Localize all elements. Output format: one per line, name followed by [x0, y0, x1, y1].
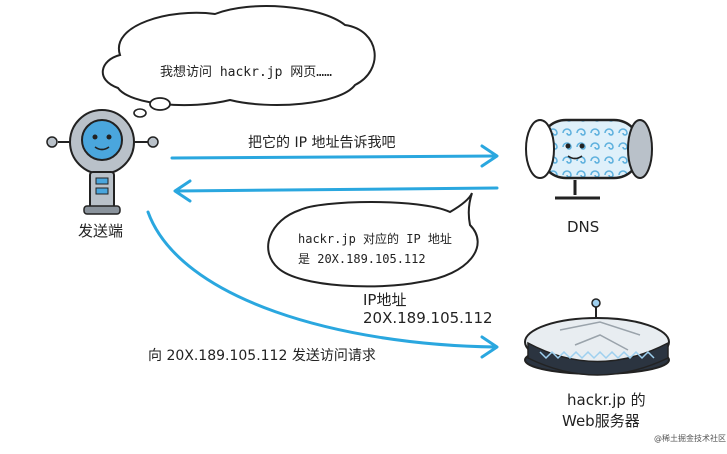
request-dns-label: 把它的 IP 地址告诉我吧	[248, 135, 396, 151]
dns-reply-bubble	[267, 192, 479, 288]
web-server-icon	[524, 298, 670, 376]
dns-label: DNS	[567, 218, 600, 236]
ip-label-line2: 20X.189.105.112	[363, 309, 493, 327]
server-label-line2: Web服务器	[562, 412, 640, 430]
thought-bubble	[101, 5, 376, 118]
ip-label-line1: IP地址	[363, 291, 407, 309]
dns-reply-line2: 是 20X.189.105.112	[298, 252, 426, 266]
thought-bubble-text: 我想访问 hackr.jp 网页……	[160, 65, 332, 80]
arrow-request-server	[146, 210, 499, 359]
dns-reply-line1: hackr.jp 对应的 IP 地址	[298, 232, 452, 246]
arrow-dns-reply	[173, 179, 499, 203]
server-label-line1: hackr.jp 的	[567, 391, 646, 409]
watermark: @稀土掘金技术社区	[654, 434, 726, 443]
client-label: 发送端	[78, 222, 124, 240]
arrow-request-dns	[170, 144, 499, 168]
dns-server-icon	[525, 118, 653, 200]
client-robot-icon	[46, 109, 159, 215]
request-server-label: 向 20X.189.105.112 发送访问请求	[148, 348, 376, 364]
